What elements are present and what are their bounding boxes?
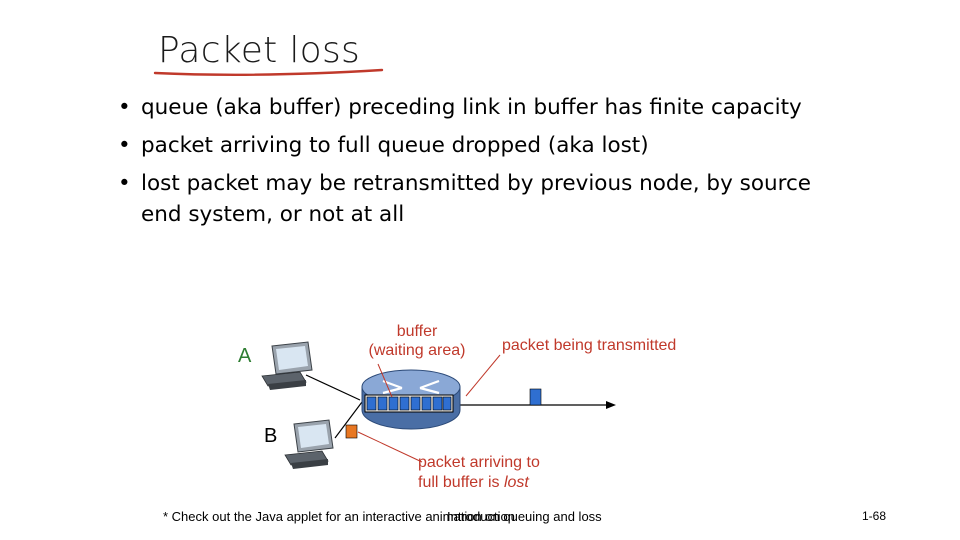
buffer-queue <box>365 395 453 412</box>
queued-packet <box>378 397 387 410</box>
queued-packet <box>389 397 398 410</box>
slide-number: 1-68 <box>862 509 886 523</box>
host-b-label: B <box>264 425 277 448</box>
queued-packet <box>443 397 451 410</box>
queued-packet <box>400 397 409 410</box>
lost-label-line2: full buffer is lost <box>418 473 540 493</box>
buffer-label-line2: (waiting area) <box>361 341 473 360</box>
queued-packet <box>433 397 442 410</box>
outgoing-link-arrowhead <box>606 401 616 409</box>
transmitted-callout-line <box>466 355 500 396</box>
buffer-label-line1: buffer <box>361 322 473 341</box>
lost-label-emphasis: lost <box>504 474 529 491</box>
computer-icon <box>262 342 312 390</box>
link-a-router <box>306 375 360 400</box>
lost-packet <box>346 425 357 438</box>
footer-note: * Check out the Java applet for an inter… <box>163 509 602 524</box>
transmitted-label: packet being transmitted <box>502 337 676 355</box>
buffer-label: buffer (waiting area) <box>361 322 473 360</box>
transmitted-packet <box>530 389 541 405</box>
lost-callout-line <box>358 432 422 462</box>
lost-label-line1: packet arriving to <box>418 453 540 473</box>
footer-overlay: Introduction <box>447 509 515 524</box>
queued-packet <box>367 397 376 410</box>
queued-packet <box>422 397 431 410</box>
host-a-label: A <box>238 345 251 368</box>
lost-label: packet arriving to full buffer is lost <box>418 453 540 493</box>
computer-icon <box>285 420 333 469</box>
queued-packet <box>411 397 420 410</box>
lost-label-prefix: full buffer is <box>418 474 504 491</box>
